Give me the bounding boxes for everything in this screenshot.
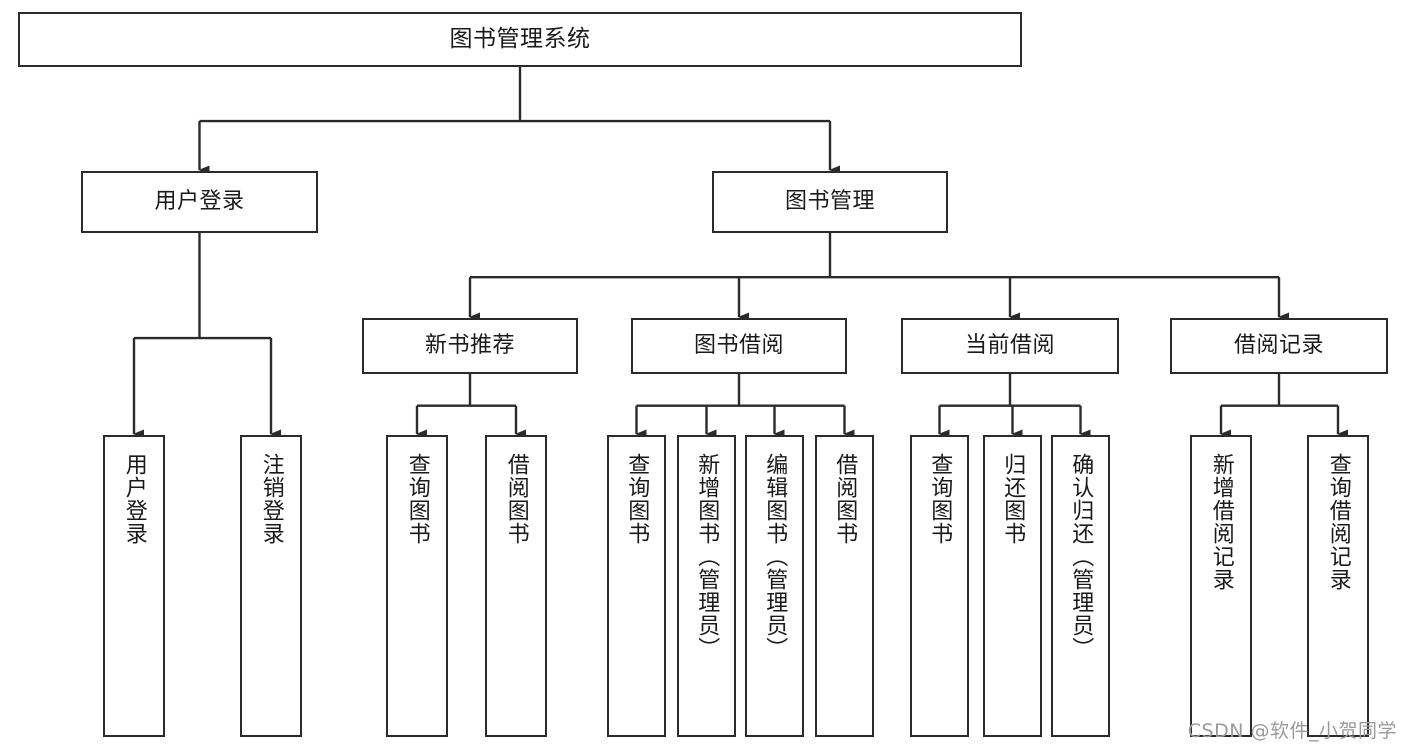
node-root[interactable]: 图书管理系统 <box>18 12 1022 67</box>
node-current-borrow-label: 当前借阅 <box>964 333 1055 359</box>
node-leaf-query-book-1-label: 查询图书 <box>404 453 430 545</box>
node-leaf-logout[interactable]: 注销登录 <box>240 435 302 737</box>
node-root-label: 图书管理系统 <box>449 25 591 52</box>
node-book-manage-label: 图书管理 <box>784 189 875 215</box>
node-leaf-add-record[interactable]: 新增借阅记录 <box>1190 435 1252 737</box>
node-leaf-query-record[interactable]: 查询借阅记录 <box>1307 435 1369 737</box>
node-leaf-confirm-return[interactable]: 确认归还（管理员） <box>1051 435 1110 737</box>
node-leaf-query-book-3[interactable]: 查询图书 <box>910 435 969 737</box>
node-leaf-borrow-book-2-label: 借阅图书 <box>832 453 858 545</box>
node-leaf-borrow-book-2[interactable]: 借阅图书 <box>815 435 874 737</box>
node-user-login-label: 用户登录 <box>154 189 245 215</box>
node-leaf-query-book-2[interactable]: 查询图书 <box>607 435 666 737</box>
node-current-borrow[interactable]: 当前借阅 <box>901 318 1119 374</box>
node-leaf-add-book-label: 新增图书（管理员） <box>694 453 720 660</box>
node-book-borrow[interactable]: 图书借阅 <box>631 318 847 374</box>
node-leaf-return-book[interactable]: 归还图书 <box>983 435 1042 737</box>
watermark: CSDN @软件_小贺同学 <box>1187 720 1397 742</box>
node-book-manage[interactable]: 图书管理 <box>712 171 948 233</box>
node-leaf-user-login[interactable]: 用户登录 <box>103 435 165 737</box>
node-leaf-user-login-label: 用户登录 <box>121 453 147 545</box>
node-new-book-recommend-label: 新书推荐 <box>424 333 515 359</box>
node-leaf-query-book-2-label: 查询图书 <box>624 453 650 545</box>
node-leaf-return-book-label: 归还图书 <box>1000 453 1026 545</box>
node-borrow-record-label: 借阅记录 <box>1233 333 1324 359</box>
node-book-borrow-label: 图书借阅 <box>693 333 784 359</box>
node-borrow-record[interactable]: 借阅记录 <box>1170 318 1388 374</box>
node-leaf-confirm-return-label: 确认归还（管理员） <box>1068 453 1094 660</box>
node-leaf-query-record-label: 查询借阅记录 <box>1325 453 1351 591</box>
node-leaf-logout-label: 注销登录 <box>258 453 284 545</box>
node-leaf-edit-book[interactable]: 编辑图书（管理员） <box>745 435 804 737</box>
node-user-login[interactable]: 用户登录 <box>81 171 318 233</box>
node-leaf-borrow-book-1[interactable]: 借阅图书 <box>485 435 547 737</box>
node-leaf-edit-book-label: 编辑图书（管理员） <box>762 453 788 660</box>
node-new-book-recommend[interactable]: 新书推荐 <box>362 318 578 374</box>
node-leaf-borrow-book-1-label: 借阅图书 <box>503 453 529 545</box>
node-leaf-query-book-1[interactable]: 查询图书 <box>386 435 448 737</box>
node-leaf-query-book-3-label: 查询图书 <box>927 453 953 545</box>
node-leaf-add-record-label: 新增借阅记录 <box>1208 453 1234 591</box>
node-leaf-add-book[interactable]: 新增图书（管理员） <box>677 435 736 737</box>
